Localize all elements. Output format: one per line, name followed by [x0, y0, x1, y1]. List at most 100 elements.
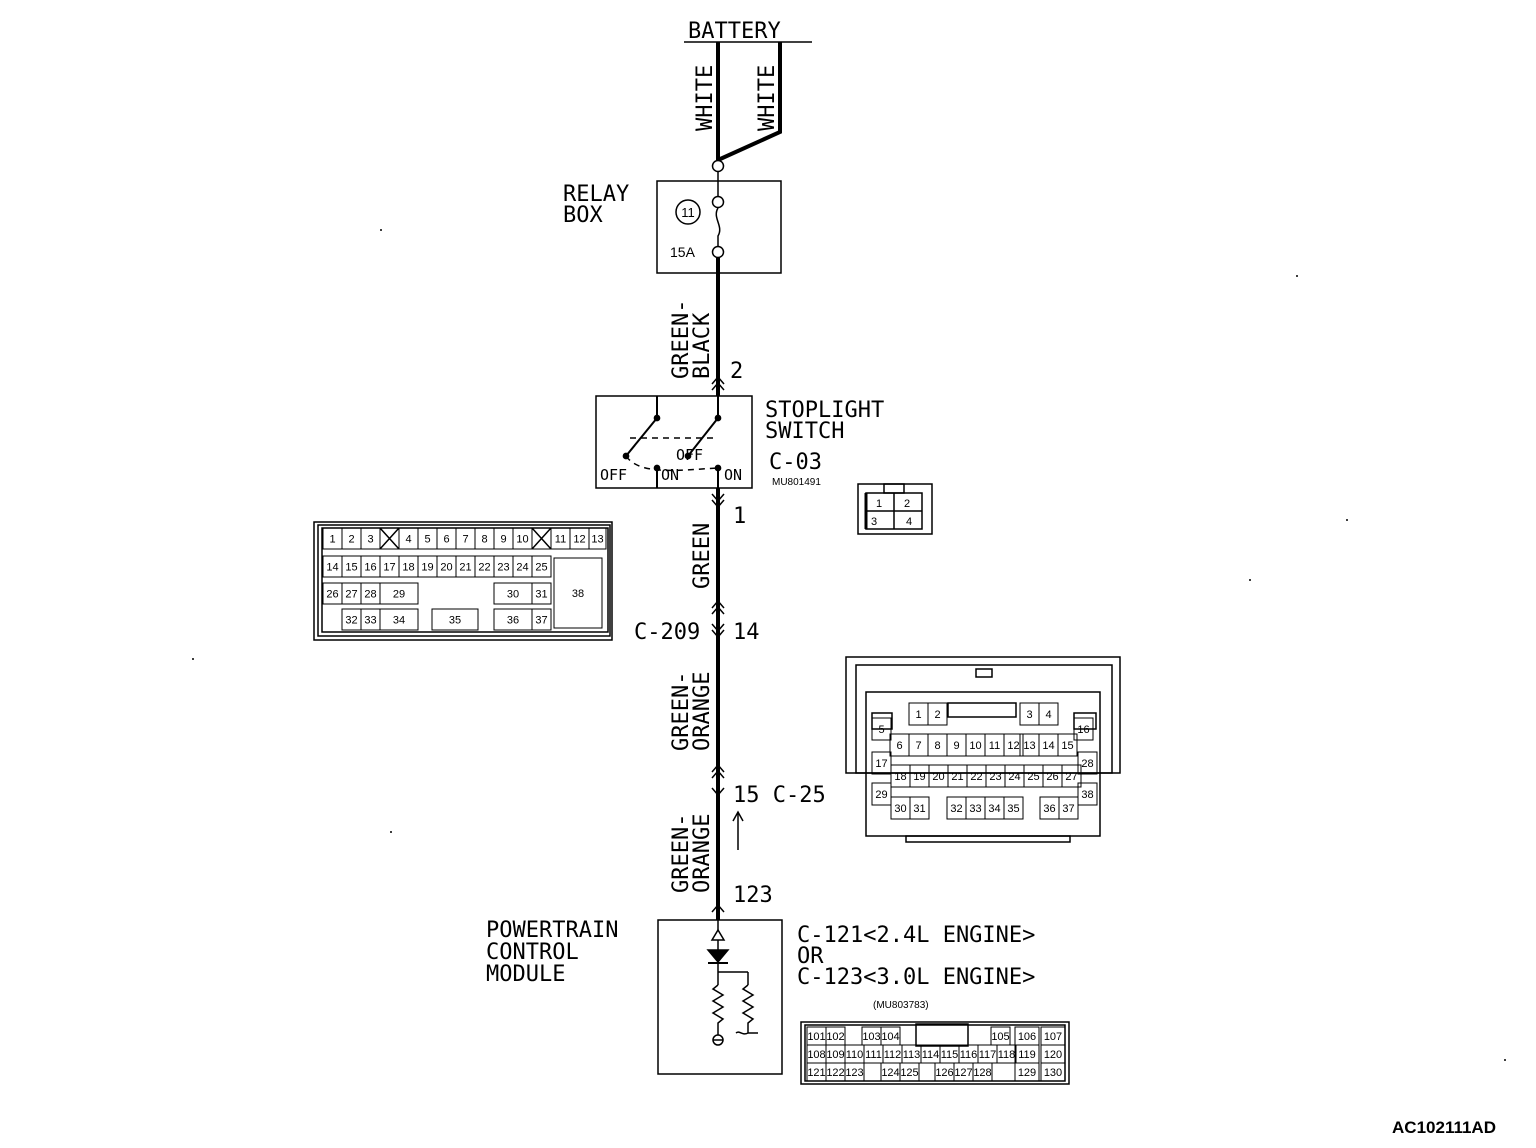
- c209-pin: 29: [393, 589, 405, 601]
- c25-pin-cell: [871, 751, 892, 775]
- c03-pin-1: 1: [876, 498, 882, 510]
- c209-pin: 28: [364, 589, 376, 601]
- switch-title-1: STOPLIGHT: [765, 398, 884, 423]
- c25-label: 15 C-25: [733, 783, 826, 808]
- switch-pin-out: 1: [733, 504, 746, 529]
- c25-pin-cell: [1057, 733, 1078, 757]
- pcm-pin: 102: [826, 1031, 844, 1043]
- pcm-pin: 105: [991, 1031, 1009, 1043]
- c209-pin-cell: [431, 608, 479, 631]
- c209-pin: 4: [405, 534, 411, 546]
- c25-pin: 25: [1027, 771, 1039, 783]
- c209-pin: 32: [345, 615, 357, 627]
- pcm-pin: 107: [1044, 1031, 1062, 1043]
- wire-label-green-black-1: GREEN-: [669, 300, 694, 379]
- pcm-pin: 123: [845, 1067, 863, 1079]
- c209-pin-cell: [588, 527, 607, 550]
- c209-pin-cell: [531, 582, 552, 605]
- c25-pin-cell: [909, 796, 930, 820]
- c25-pin: 5: [878, 724, 884, 736]
- c25-pin: 3: [1026, 709, 1032, 721]
- pcm-pin: 106: [1018, 1031, 1036, 1043]
- wire-label-white-left: WHITE: [693, 65, 718, 131]
- relay-box-title-2: BOX: [563, 203, 603, 228]
- pcm-pin: 118: [998, 1049, 1016, 1061]
- c25-pin: 10: [969, 740, 981, 752]
- pcm-pin: 129: [1018, 1067, 1036, 1079]
- pcm-title-1: POWERTRAIN: [486, 918, 618, 943]
- pcm-pin: 128: [973, 1067, 991, 1079]
- c25-pin: 18: [894, 771, 906, 783]
- resistor-right: [741, 984, 755, 1030]
- pcm-pin: 124: [881, 1067, 899, 1079]
- c209-pin: 3: [367, 534, 373, 546]
- c25-pin: 28: [1081, 758, 1093, 770]
- pcm-pin: 114: [922, 1049, 940, 1061]
- wire-label-green-orange-4: ORANGE: [690, 814, 715, 893]
- c03-pin-4: 4: [906, 516, 912, 528]
- pcm-pin: 130: [1044, 1067, 1062, 1079]
- c209-pin: 33: [364, 615, 376, 627]
- c209-pin: 10: [516, 534, 528, 546]
- c25-connector-face: [845, 656, 1121, 843]
- c25-pin: 7: [915, 740, 921, 752]
- c25-pin: 31: [913, 803, 925, 815]
- fuse-symbol: [715, 207, 721, 246]
- switch-part-number: MU801491: [772, 477, 821, 488]
- c25-pin: 24: [1008, 771, 1020, 783]
- c25-pin-cell: [1003, 733, 1024, 757]
- wire-label-green-orange-1: GREEN-: [669, 672, 694, 751]
- c25-pin: 6: [896, 740, 902, 752]
- wire-label-white-right: WHITE: [755, 65, 780, 131]
- c209-pin: 6: [443, 534, 449, 546]
- c209-pin: 14: [326, 562, 338, 574]
- c03-pin-3: 3: [871, 516, 877, 528]
- wire-label-green: GREEN: [690, 523, 715, 589]
- c209-pin: 13: [591, 534, 603, 546]
- switch-connector: C-03: [769, 450, 822, 475]
- c209-pin-cell: [379, 608, 419, 631]
- scan-specks: [192, 229, 1506, 1061]
- c209-pin: 5: [424, 534, 430, 546]
- c25-pin-cell: [1058, 796, 1079, 820]
- c25-pin-cell: [871, 717, 892, 741]
- c25-pin: 17: [875, 758, 887, 770]
- c25-pin: 1: [915, 709, 921, 721]
- pcm-pin: 120: [1044, 1049, 1062, 1061]
- c209-pin: 7: [462, 534, 468, 546]
- c25-pin-cell: [1038, 702, 1059, 726]
- pcm-pin: 112: [884, 1049, 902, 1061]
- resistor-left: [711, 984, 725, 1035]
- pcm-pin: 103: [862, 1031, 880, 1043]
- switch-on-left: ON: [661, 466, 679, 484]
- relay-box-title-1: RELAY: [563, 182, 629, 207]
- c25-pin: 19: [913, 771, 925, 783]
- pcm-pin-cell: [972, 1062, 993, 1082]
- pcm-pin: 123: [733, 883, 773, 908]
- stoplight-switch: [595, 395, 753, 489]
- c25-pin: 34: [988, 803, 1000, 815]
- pcm-pin: 109: [826, 1049, 844, 1061]
- c209-pin: 34: [393, 615, 405, 627]
- c209-pin: 11: [555, 534, 566, 546]
- c209-pin: 23: [497, 562, 509, 574]
- c209-pin: 20: [440, 562, 452, 574]
- c209-pin: 30: [507, 589, 519, 601]
- c209-pin: 14: [733, 620, 760, 645]
- pcm-pin: 122: [826, 1067, 844, 1079]
- pcm-pin-cell: [899, 1062, 920, 1082]
- wire-label-green-orange-2: ORANGE: [690, 672, 715, 751]
- c209-pin-cell: [379, 582, 419, 605]
- fuse-rating: 15A: [670, 244, 696, 260]
- c209-pin: 12: [573, 534, 585, 546]
- c03-connector-face: [857, 483, 933, 535]
- c25-pin-cell: [871, 782, 892, 806]
- pcm-pin-cell: [844, 1062, 865, 1082]
- c209-pin: 31: [535, 589, 547, 601]
- c209-pin: 38: [572, 588, 584, 600]
- c25-pin: 27: [1065, 771, 1077, 783]
- pcm-pin-cell: [1040, 1062, 1066, 1082]
- battery-wire-right: [717, 42, 782, 162]
- pcm-connector-3: C-123<3.0L ENGINE>: [797, 965, 1035, 990]
